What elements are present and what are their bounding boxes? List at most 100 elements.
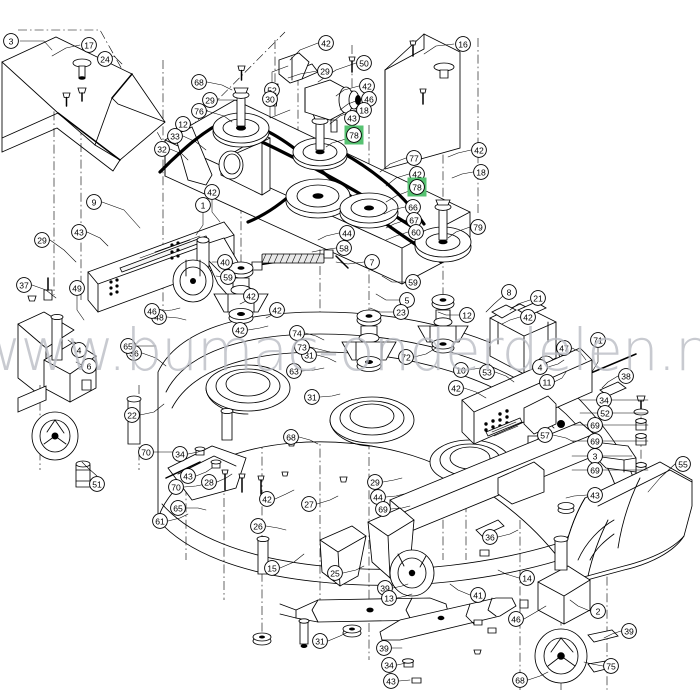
callout-33[interactable]: 33 — [167, 128, 183, 144]
callout-67[interactable]: 67 — [406, 212, 422, 228]
callout-23[interactable]: 23 — [393, 304, 409, 320]
callout-3[interactable]: 3 — [3, 33, 19, 49]
callout-47[interactable]: 47 — [556, 340, 572, 356]
callout-59[interactable]: 59 — [405, 274, 421, 290]
callout-16[interactable]: 16 — [455, 36, 471, 52]
callout-77[interactable]: 77 — [406, 150, 422, 166]
callout-69[interactable]: 69 — [587, 462, 603, 478]
callout-32[interactable]: 32 — [154, 141, 170, 157]
callout-30[interactable]: 30 — [262, 91, 278, 107]
callout-58[interactable]: 58 — [336, 240, 352, 256]
callout-71[interactable]: 71 — [590, 332, 606, 348]
callout-51[interactable]: 51 — [89, 476, 105, 492]
callout-61[interactable]: 61 — [152, 513, 168, 529]
callout-39[interactable]: 39 — [621, 623, 637, 639]
callout-8[interactable]: 8 — [501, 284, 517, 300]
callout-42[interactable]: 42 — [448, 380, 464, 396]
callout-42[interactable]: 42 — [520, 309, 536, 325]
callout-42[interactable]: 42 — [471, 142, 487, 158]
callout-66[interactable]: 66 — [405, 199, 421, 215]
callout-73[interactable]: 73 — [294, 339, 310, 355]
callout-25[interactable]: 25 — [327, 565, 343, 581]
callout-52[interactable]: 52 — [597, 405, 613, 421]
callout-27[interactable]: 27 — [301, 496, 317, 512]
callout-9[interactable]: 9 — [86, 194, 102, 210]
callout-78[interactable]: 78 — [407, 177, 427, 197]
callout-65[interactable]: 65 — [170, 500, 186, 516]
callout-70[interactable]: 70 — [138, 444, 154, 460]
callout-31[interactable]: 31 — [312, 633, 328, 649]
callout-42[interactable]: 42 — [204, 184, 220, 200]
callout-70[interactable]: 70 — [168, 479, 184, 495]
callout-43[interactable]: 43 — [180, 468, 196, 484]
callout-4[interactable]: 4 — [532, 359, 548, 375]
callout-43[interactable]: 43 — [71, 224, 87, 240]
callout-22[interactable]: 22 — [124, 407, 140, 423]
callout-46[interactable]: 46 — [508, 611, 524, 627]
callout-15[interactable]: 15 — [264, 560, 280, 576]
callout-43[interactable]: 43 — [587, 487, 603, 503]
callout-53[interactable]: 53 — [479, 364, 495, 380]
callout-29[interactable]: 29 — [34, 232, 50, 248]
callout-42[interactable]: 42 — [259, 491, 275, 507]
callout-28[interactable]: 28 — [201, 474, 217, 490]
callout-55[interactable]: 55 — [675, 456, 691, 472]
callout-75[interactable]: 75 — [603, 658, 619, 674]
callout-78[interactable]: 78 — [344, 125, 364, 145]
callout-29[interactable]: 29 — [202, 92, 218, 108]
callout-36[interactable]: 36 — [482, 529, 498, 545]
callout-68[interactable]: 68 — [512, 672, 528, 688]
callout-41[interactable]: 41 — [470, 587, 486, 603]
callout-44[interactable]: 44 — [339, 225, 355, 241]
callout-4[interactable]: 4 — [71, 342, 87, 358]
callout-12[interactable]: 12 — [459, 307, 475, 323]
callout-29[interactable]: 29 — [367, 474, 383, 490]
callout-38[interactable]: 38 — [618, 368, 634, 384]
callout-11[interactable]: 11 — [539, 374, 555, 390]
callout-42[interactable]: 42 — [318, 35, 334, 51]
callout-60[interactable]: 60 — [408, 224, 424, 240]
callout-43[interactable]: 43 — [383, 673, 399, 689]
callout-14[interactable]: 14 — [519, 570, 535, 586]
callout-3[interactable]: 3 — [587, 448, 603, 464]
callout-24[interactable]: 24 — [97, 51, 113, 67]
callout-2[interactable]: 2 — [590, 603, 606, 619]
callout-65[interactable]: 65 — [120, 338, 136, 354]
callout-76[interactable]: 76 — [191, 103, 207, 119]
callout-68[interactable]: 68 — [191, 74, 207, 90]
callout-42[interactable]: 42 — [269, 302, 285, 318]
callout-69[interactable]: 69 — [375, 501, 391, 517]
callout-57[interactable]: 57 — [537, 427, 553, 443]
callout-42[interactable]: 42 — [232, 322, 248, 338]
callout-18[interactable]: 18 — [356, 102, 372, 118]
callout-31[interactable]: 31 — [304, 389, 320, 405]
callout-43[interactable]: 43 — [344, 110, 360, 126]
callout-12[interactable]: 12 — [175, 116, 191, 132]
callout-69[interactable]: 69 — [587, 417, 603, 433]
callout-59[interactable]: 59 — [220, 269, 236, 285]
callout-42[interactable]: 42 — [243, 288, 259, 304]
callout-40[interactable]: 40 — [217, 254, 233, 270]
callout-69[interactable]: 69 — [587, 433, 603, 449]
callout-6[interactable]: 6 — [81, 358, 97, 374]
callout-39[interactable]: 39 — [376, 640, 392, 656]
callout-34[interactable]: 34 — [596, 392, 612, 408]
callout-17[interactable]: 17 — [81, 37, 97, 53]
callout-37[interactable]: 37 — [16, 277, 32, 293]
callout-10[interactable]: 10 — [453, 362, 469, 378]
callout-34[interactable]: 34 — [172, 446, 188, 462]
callout-63[interactable]: 63 — [286, 363, 302, 379]
callout-79[interactable]: 79 — [470, 219, 486, 235]
callout-13[interactable]: 13 — [381, 590, 397, 606]
callout-18[interactable]: 18 — [473, 164, 489, 180]
callout-42[interactable]: 42 — [359, 78, 375, 94]
callout-1[interactable]: 1 — [195, 197, 211, 213]
callout-7[interactable]: 7 — [364, 254, 380, 270]
callout-34[interactable]: 34 — [381, 657, 397, 673]
callout-68[interactable]: 68 — [283, 429, 299, 445]
callout-26[interactable]: 26 — [250, 518, 266, 534]
callout-72[interactable]: 72 — [398, 349, 414, 365]
callout-29[interactable]: 29 — [317, 63, 333, 79]
callout-74[interactable]: 74 — [289, 325, 305, 341]
callout-50[interactable]: 50 — [356, 55, 372, 71]
